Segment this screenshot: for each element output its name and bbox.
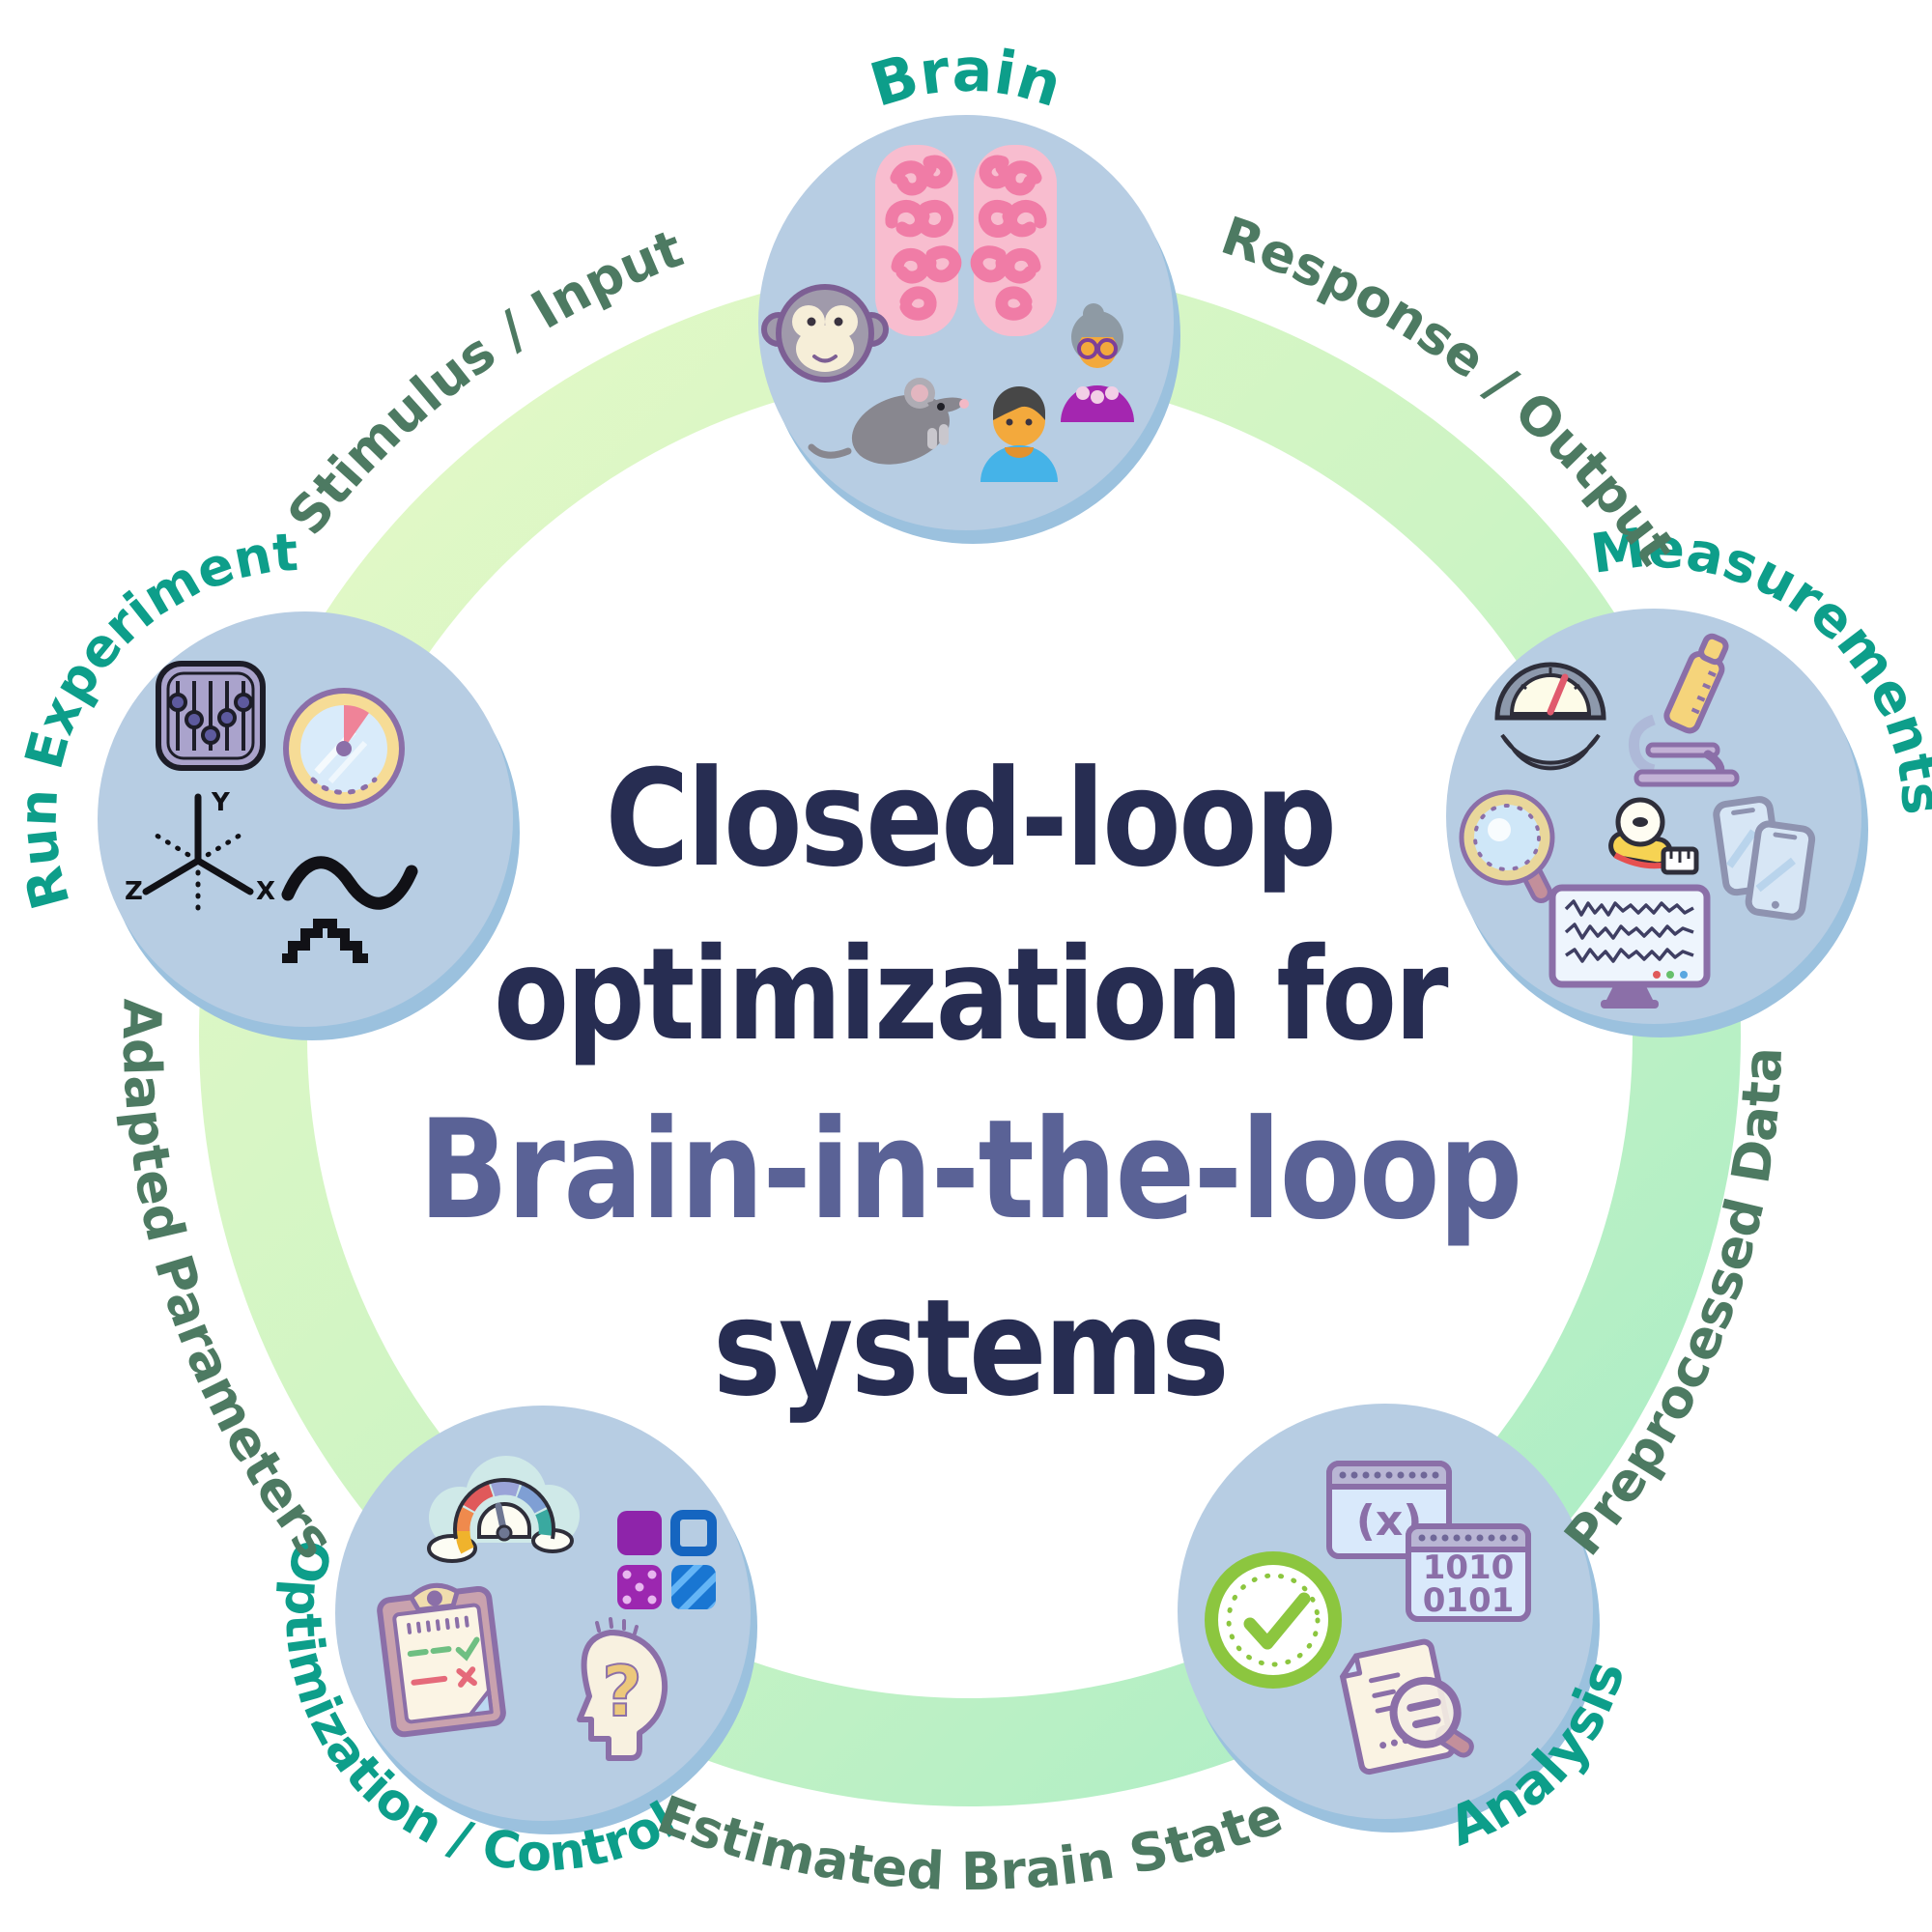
elderly-person-icon <box>1061 303 1134 422</box>
cloud-gauge-icon <box>427 1456 580 1563</box>
outline-square <box>670 1510 717 1556</box>
eeg-monitor-icon <box>1548 884 1711 1009</box>
gauge-icon <box>1494 662 1606 771</box>
tape-measure-icon <box>1608 797 1699 875</box>
mouse-icon <box>808 378 969 465</box>
timer-icon <box>283 688 405 810</box>
title-line-2: optimization for <box>494 921 1448 1069</box>
head-question-icon: ? <box>577 1617 668 1761</box>
binary-text-2: 0101 <box>1423 1581 1515 1620</box>
node-circle <box>1178 1404 1593 1819</box>
brain-node <box>758 115 1180 544</box>
analysis-node: (x) 1010 0101 <box>1178 1404 1600 1833</box>
title-line-3: Brain-in-the-loop <box>418 1091 1522 1250</box>
child-icon <box>980 386 1058 482</box>
axis-y-text: Y <box>211 788 231 817</box>
binary-window-icon: 1010 0101 <box>1406 1523 1531 1622</box>
magnifier-icon <box>1459 789 1555 903</box>
run-experiment-node: Y X Z <box>98 611 520 1040</box>
document-magnifier-icon <box>1339 1638 1474 1776</box>
question-mark-text: ? <box>602 1651 642 1732</box>
step-wave-icon <box>282 919 368 963</box>
filled-square <box>617 1511 662 1555</box>
optimization-node: ? <box>335 1406 757 1834</box>
sine-wave-icon <box>281 856 418 910</box>
axes-3d-icon: Y X Z <box>125 788 275 912</box>
monkey-icon <box>761 284 889 383</box>
measurements-node <box>1446 609 1868 1037</box>
axis-x-text: X <box>256 877 275 906</box>
function-window-icon: (x) <box>1326 1461 1452 1559</box>
clipboard-checklist-icon <box>377 1582 506 1738</box>
sliders-icon <box>156 661 266 771</box>
axis-z-text: Z <box>125 877 143 906</box>
microscope-icon <box>1628 633 1740 787</box>
dice-square <box>617 1565 662 1609</box>
title-line-4: systems <box>712 1270 1230 1426</box>
binary-text-1: 1010 <box>1423 1548 1515 1587</box>
check-circle-icon <box>1205 1551 1342 1689</box>
title-line-1: Closed-loop <box>605 741 1338 896</box>
brain-icon <box>875 145 1057 336</box>
brain-label: Brain <box>863 35 1070 121</box>
parameter-squares-icon <box>617 1510 717 1609</box>
smartphones-icon <box>1713 796 1816 921</box>
